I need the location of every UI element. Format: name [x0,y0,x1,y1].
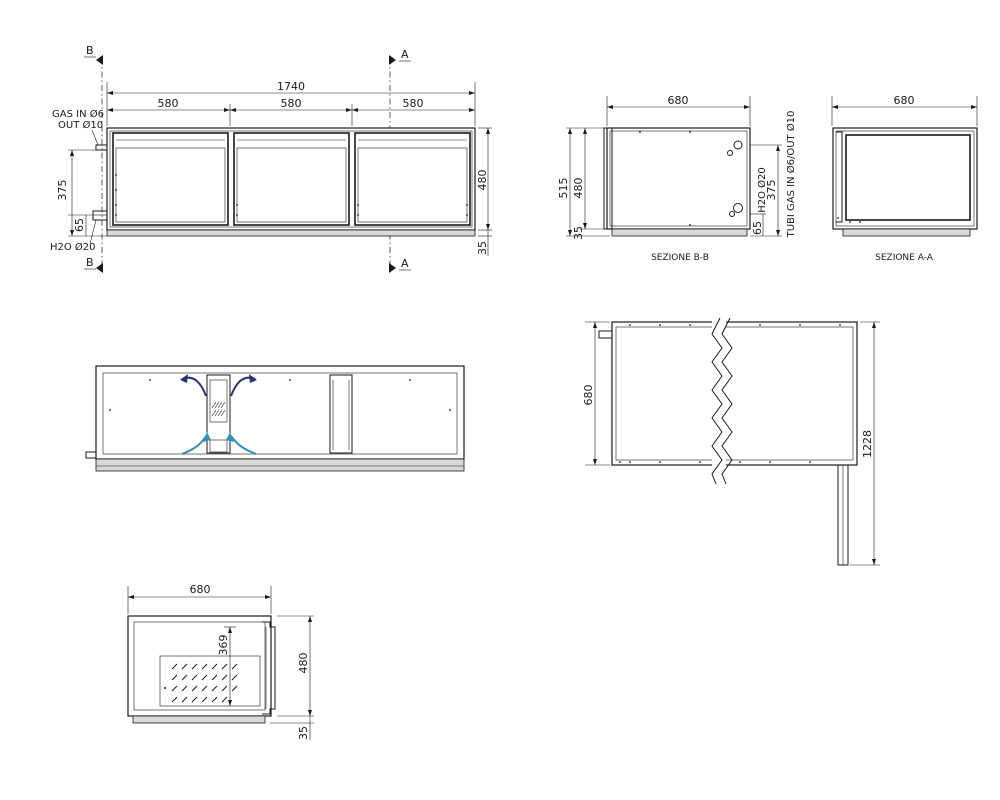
dim-module-3: 580 [403,97,424,110]
top-view: 680 1228 [582,317,880,566]
aa-glass [845,134,971,221]
bb-label-h2o: H2O Ø20 [756,167,768,213]
dim-height: 480 [476,170,489,191]
bb-dim-base: 35 [572,226,585,240]
top-pipe [598,330,613,339]
side-dim-base: 35 [297,726,310,740]
bb-gas-hole [733,140,743,150]
section-arrow-a-bottom [389,263,396,273]
hinge-dots [115,174,468,216]
dim-base: 35 [476,241,489,255]
side-base [132,715,266,724]
label-h2o: H2O Ø20 [50,241,96,253]
section-bb: 680 515 480 35 375 65 H2O Ø20 TUBI [557,94,797,263]
section-aa: 680 SEZIONE A-A [831,94,978,263]
top-dim-depth: 680 [582,385,595,406]
airflow-plan-view [85,365,465,472]
airflow-in-left [181,435,207,455]
bb-dim-width: 680 [668,94,689,107]
dim-module-1: 580 [158,97,179,110]
dim-total-width: 1740 [277,80,305,93]
plan-body [95,365,465,460]
bb-label-gas: TUBI GAS IN Ø6/OUT Ø10 [785,111,797,239]
section-marker-b-top: B [86,44,94,57]
aa-door-profile [836,131,843,223]
bb-h2o-hole [733,203,743,213]
airflow-in-right [230,435,257,455]
glass-door-2 [233,132,350,226]
section-marker-a-top: A [401,48,409,61]
section-marker-a-bottom: A [401,257,409,270]
evaporator-unit [206,374,231,454]
break-line-right [721,317,733,485]
bb-dim-h2o-height: 65 [751,221,764,235]
dim-h2o-height: 65 [73,218,86,232]
dim-pipe-height: 375 [56,180,69,201]
top-dots [619,324,841,463]
caption-section-bb: SEZIONE B-B [651,253,709,263]
front-view: B B A A 1740 580 580 580 [50,44,492,273]
side-dim-width: 680 [190,583,211,596]
dim-module-2: 580 [281,97,302,110]
aa-base [842,228,971,237]
section-arrow-b-top [96,55,103,65]
grille-slots [164,663,238,703]
section-arrow-a-top [389,55,396,65]
top-body [611,321,858,466]
plan-pipe [85,451,97,459]
glass-door-1 [112,132,229,226]
aa-section-body [832,127,978,230]
gas-pipe [95,144,108,151]
label-gas-in: GAS IN Ø6 [52,108,104,120]
bb-section-body [606,127,751,230]
caption-section-aa: SEZIONE A-A [875,253,934,263]
bb-dim-gas-height: 375 [765,180,778,201]
cabinet-base [106,229,476,237]
break-line-left [711,317,723,485]
shelf-grille [159,655,261,707]
cabinet-front [106,127,476,231]
label-gas-out: OUT Ø10 [58,119,103,131]
side-view: 680 369 480 35 [127,583,314,740]
bb-base [611,228,748,237]
side-door-profile [262,621,276,715]
glass-door-3 [354,132,471,226]
top-dim-door-open: 1228 [861,430,874,458]
h2o-pipe [92,210,108,221]
section-marker-b-bottom: B [86,256,94,269]
plan-base [95,458,465,472]
side-dim-height: 480 [297,653,310,674]
evaporator-grille [211,401,226,417]
divider-post [329,374,353,454]
aa-dim-width: 680 [894,94,915,107]
side-dim-inner-height: 369 [217,635,230,656]
section-arrow-b-bottom [96,263,103,273]
side-body [127,615,272,717]
bb-dim-total-height: 515 [557,178,570,199]
bb-dim-height: 480 [572,178,585,199]
